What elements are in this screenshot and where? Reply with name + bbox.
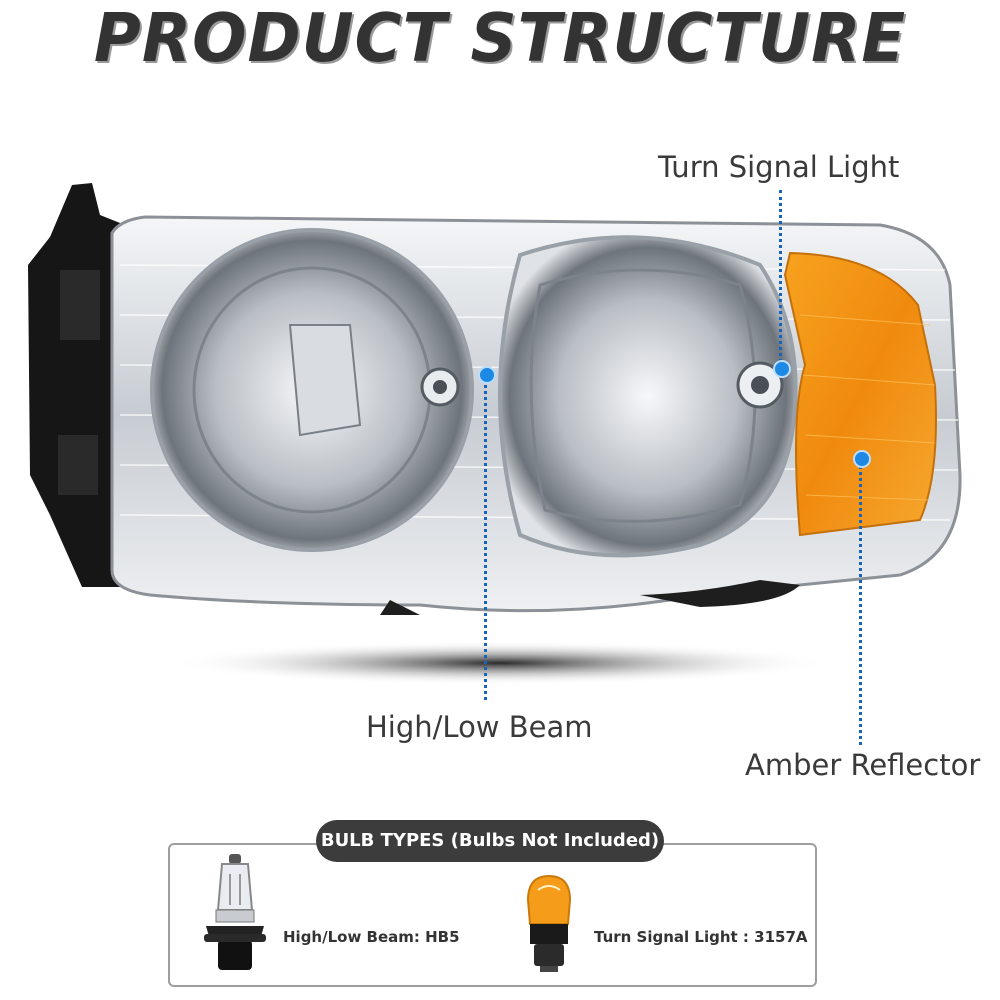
turn-signal-callout-line xyxy=(779,190,782,368)
mounting-bracket xyxy=(28,183,120,587)
page-title: PRODUCT STRUCTURE xyxy=(93,0,907,78)
shadow xyxy=(170,641,830,685)
turn-signal-marker-dot xyxy=(773,360,791,378)
bulb-types-panel xyxy=(168,843,817,987)
hb5-bulb-icon xyxy=(204,854,266,970)
high-low-beam-label: High/Low Beam xyxy=(366,710,593,744)
amber-callout-line xyxy=(859,460,862,745)
amber-reflector-label: Amber Reflector xyxy=(745,748,981,782)
amber-3157a-bulb-icon xyxy=(526,874,572,972)
headlight-image xyxy=(28,183,962,685)
bulb-types-heading: BULB TYPES (Bulbs Not Included) xyxy=(316,820,664,862)
hb5-bulb-label: High/Low Beam: HB5 xyxy=(283,928,460,946)
3157a-bulb-label: Turn Signal Light : 3157A xyxy=(594,928,808,946)
turn-signal-label: Turn Signal Light xyxy=(658,150,900,184)
amber-reflector xyxy=(783,251,937,537)
beam-callout-line xyxy=(484,378,487,700)
amber-marker-dot xyxy=(853,450,871,468)
turn-signal-reflector xyxy=(498,235,798,558)
beam-marker-dot xyxy=(478,366,496,384)
